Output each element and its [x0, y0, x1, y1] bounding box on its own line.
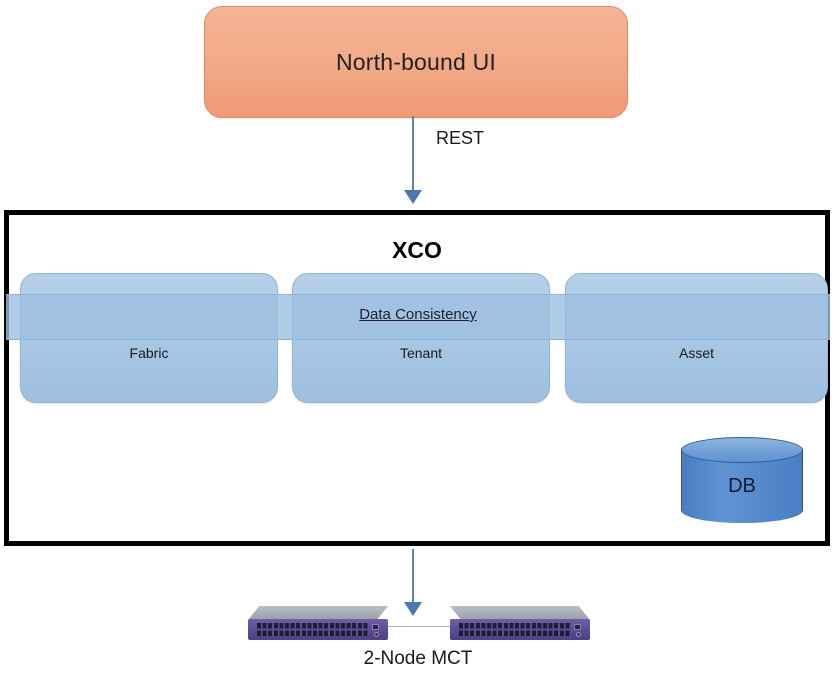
xco-to-mct-arrow-head-icon — [404, 602, 422, 616]
switch-node-left — [248, 606, 388, 642]
switch-port-divider — [257, 623, 369, 636]
switch-mgmt-port-icon — [372, 624, 379, 630]
switch-node-right — [450, 606, 590, 642]
switch-top-panel — [248, 606, 388, 620]
switch-top-panel — [450, 606, 590, 620]
northbound-ui-node: North-bound UI — [204, 6, 628, 118]
module-fabric-label: Fabric — [129, 345, 169, 361]
rest-arrow-label: REST — [436, 128, 485, 148]
mct-link-line — [388, 626, 450, 627]
rest-arrow-head-icon — [404, 190, 422, 204]
database-cylinder: DB — [681, 437, 803, 523]
module-asset-label: Asset — [678, 345, 714, 361]
data-consistency-label: Data Consistency — [359, 306, 477, 323]
switch-led-icon — [374, 632, 379, 637]
rest-arrow-line — [412, 116, 414, 192]
northbound-ui-label: North-bound UI — [335, 48, 497, 75]
switch-port-divider — [459, 623, 571, 636]
data-consistency-band: Data Consistency — [6, 294, 830, 340]
database-label: DB — [728, 475, 756, 497]
switch-mgmt-port-icon — [574, 624, 581, 630]
xco-title: XCO — [392, 237, 442, 263]
switch-led-icon — [576, 632, 581, 637]
database-top-ellipse — [681, 437, 803, 463]
mct-caption: 2-Node MCT — [363, 648, 473, 669]
module-tenant-label: Tenant — [399, 345, 443, 361]
xco-to-mct-arrow-line — [412, 549, 414, 606]
